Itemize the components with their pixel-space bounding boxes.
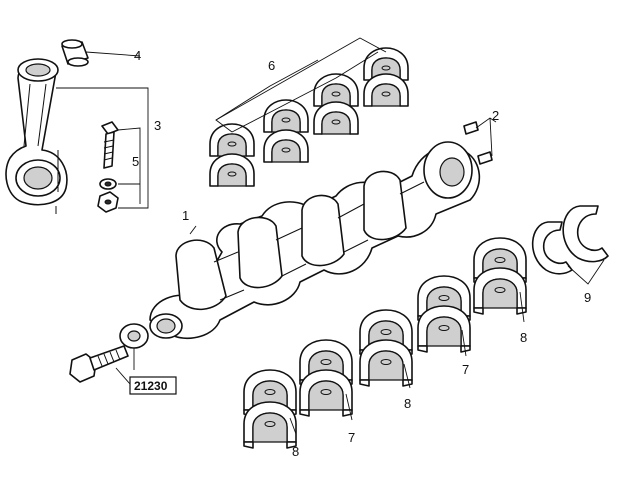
- reference-number: 21230: [134, 379, 168, 393]
- callout-7b: 7: [462, 362, 469, 377]
- callout-8c: 8: [520, 330, 527, 345]
- callout-5: 5: [132, 154, 139, 169]
- crank-washer: [119, 323, 149, 349]
- callout-3: 3: [154, 118, 161, 133]
- rod-bolt: [101, 121, 119, 169]
- callout-numbers: 1 2 3 4 5 6 7 7 8 8 8 9: [132, 48, 591, 459]
- rod-bearing-shells: [209, 47, 409, 187]
- callout-9: 9: [584, 290, 591, 305]
- crank-bolt: [69, 345, 129, 383]
- crankshaft: [149, 141, 481, 340]
- small-end-bushing: [61, 39, 89, 67]
- callout-7a: 7: [348, 430, 355, 445]
- dowel-pins: [463, 121, 493, 165]
- reference-box: 21230: [129, 376, 177, 395]
- connecting-rod: [5, 58, 68, 214]
- leader-lines: [56, 37, 605, 435]
- callout-2: 2: [492, 108, 499, 123]
- rod-nut: [97, 191, 119, 213]
- callout-8b: 8: [404, 396, 411, 411]
- callout-4: 4: [134, 48, 141, 63]
- callout-8a: 8: [292, 444, 299, 459]
- rod-washer: [99, 178, 117, 190]
- callout-1: 1: [182, 208, 189, 223]
- callout-6: 6: [268, 58, 275, 73]
- thrust-washers: [531, 205, 609, 275]
